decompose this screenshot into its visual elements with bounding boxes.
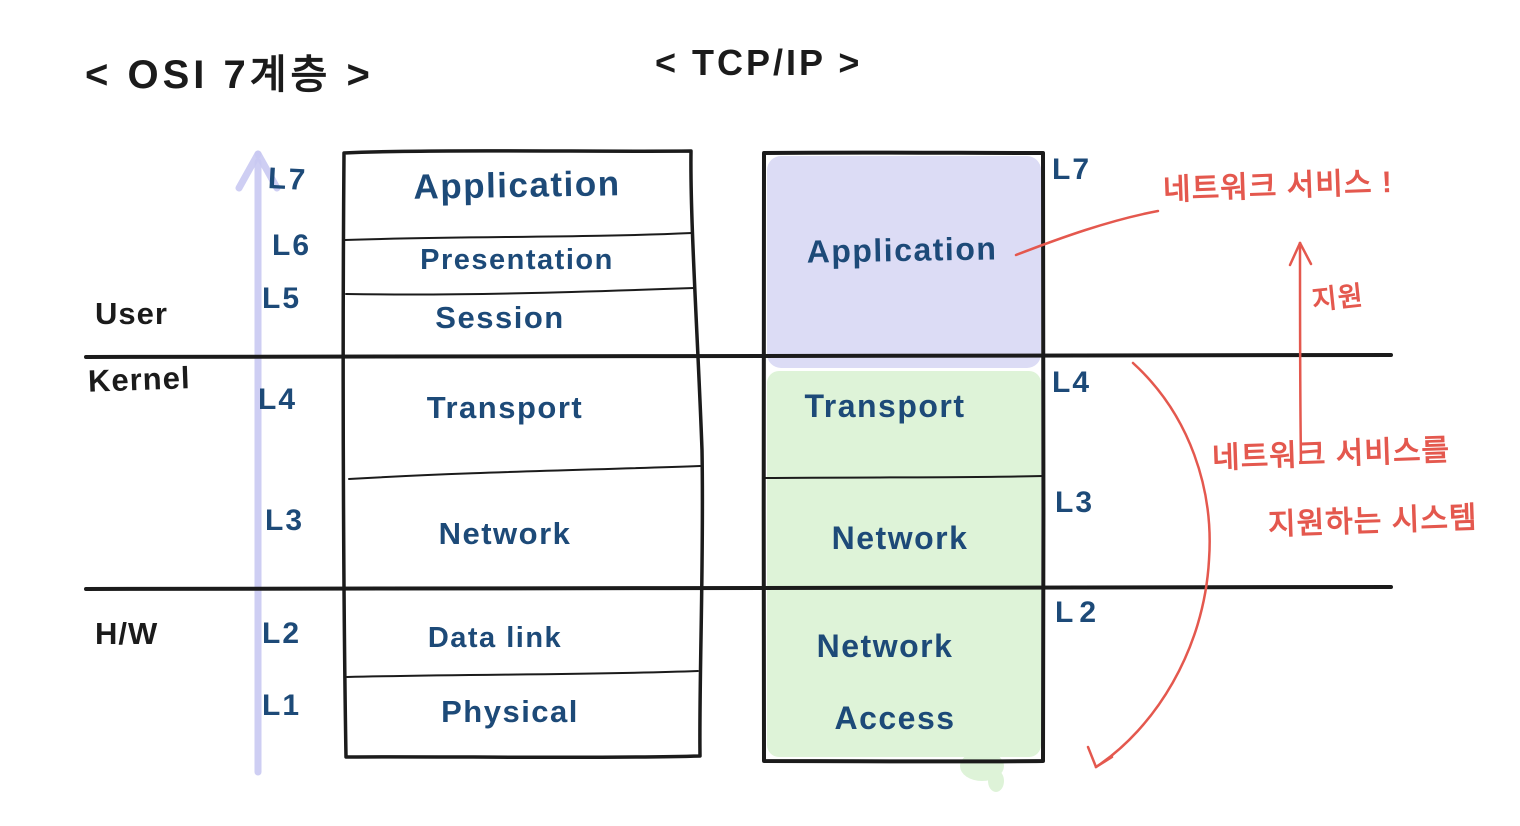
osi-l6-number: L6 xyxy=(272,229,312,262)
user-kernel-line xyxy=(84,353,1393,359)
note-support: 지원 xyxy=(1310,280,1366,316)
osi-layer-application: Application xyxy=(413,164,621,207)
side-label-hw: H/W xyxy=(95,616,159,651)
tcpip-title: < TCP/IP > xyxy=(655,42,863,83)
tcpip-layer-network-access-line2: Access xyxy=(834,700,956,736)
kernel-hw-line xyxy=(84,585,1393,591)
green-paint-drip xyxy=(988,770,1004,792)
osi-divider-transport-network xyxy=(348,465,701,480)
tcpip-layer-transport: Transport xyxy=(804,388,966,424)
osi-l5-number: L5 xyxy=(262,282,302,315)
tcpip-divider-transport-network xyxy=(763,475,1044,479)
osi-box-outline xyxy=(341,149,705,760)
tcpip-layer-network: Network xyxy=(831,520,969,556)
tcpip-lower-highlight xyxy=(767,371,1041,757)
note-support-system-line2: 지원하는 시스템 xyxy=(1267,501,1479,542)
system-scope-brace-arrow xyxy=(1086,361,1211,769)
osi-layer-transport: Transport xyxy=(426,390,584,425)
side-label-user: User xyxy=(95,296,168,331)
tcpip-layer-network-access-line1: Network xyxy=(816,628,954,664)
osi-layer-session: Session xyxy=(435,300,565,335)
osi-layer-physical: Physical xyxy=(441,694,579,729)
osi-title: < OSI 7계층 > xyxy=(85,53,374,97)
side-label-kernel: Kernel xyxy=(87,360,192,399)
osi-l7-number: L7 xyxy=(267,162,308,197)
osi-layer-datalink: Data link xyxy=(427,622,563,654)
osi-l1-number: L1 xyxy=(262,689,302,722)
osi-l4-number: L4 xyxy=(258,383,298,416)
support-up-arrow xyxy=(1288,241,1313,463)
tcpip-layer-application: Application xyxy=(806,230,998,270)
tcpip-l3-number: L3 xyxy=(1055,486,1095,519)
tcpip-application-highlight xyxy=(767,156,1041,368)
tcpip-l2-number: L2 xyxy=(1055,596,1103,629)
osi-layer-presentation: Presentation xyxy=(420,244,614,276)
tcpip-box-outline xyxy=(761,150,1046,764)
osi-l3-number: L3 xyxy=(265,504,305,537)
osi-divider-datalink-physical xyxy=(346,670,699,678)
application-callout-line xyxy=(1014,209,1160,257)
tcpip-l4-number: L4 xyxy=(1052,366,1092,399)
osi-divider-app-pres xyxy=(344,232,693,241)
tcpip-l7-number: L7 xyxy=(1052,153,1092,186)
layer-direction-arrow xyxy=(235,150,281,776)
osi-layer-network: Network xyxy=(438,516,572,551)
osi-divider-pres-session xyxy=(345,287,695,296)
osi-l2-number: L2 xyxy=(262,617,302,650)
